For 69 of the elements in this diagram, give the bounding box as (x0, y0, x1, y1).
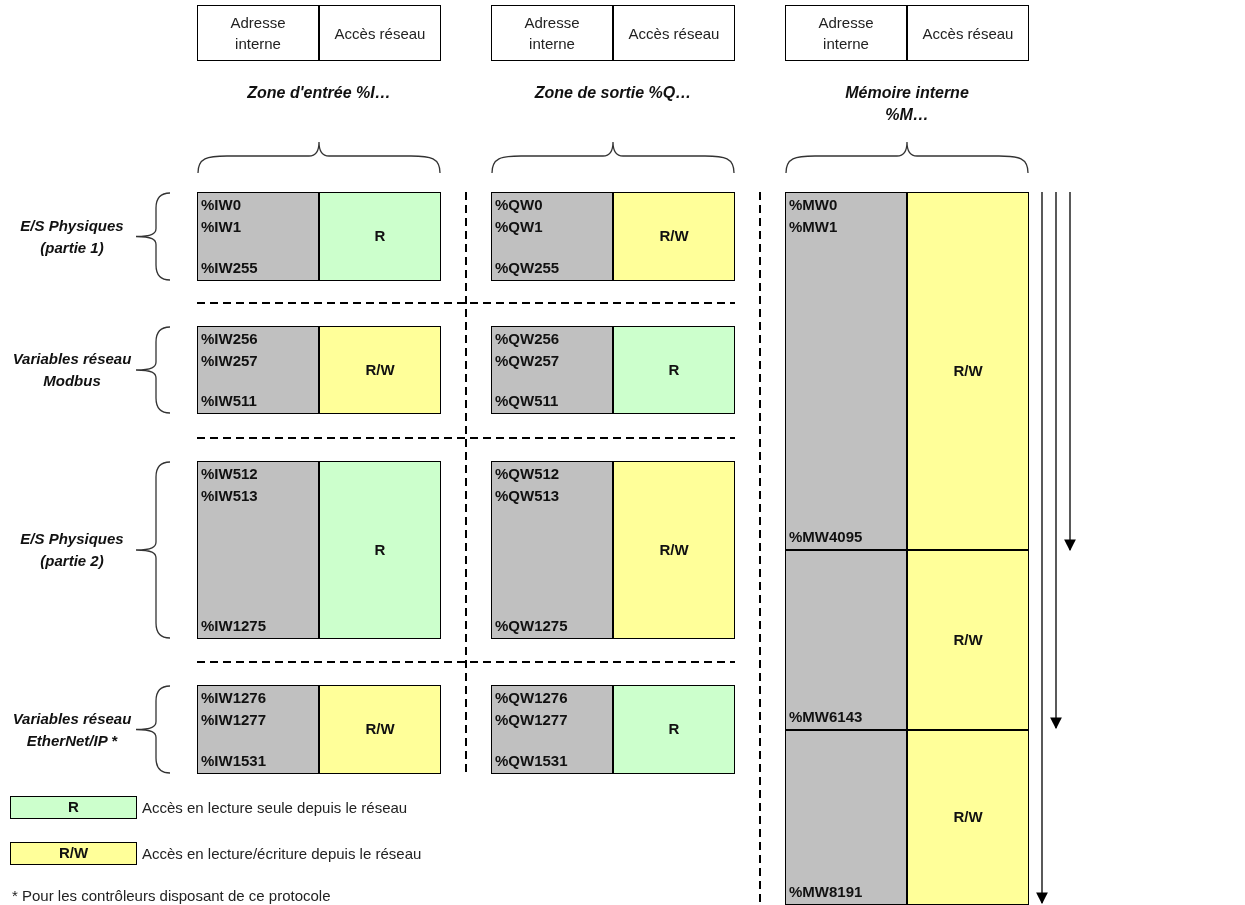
header-cell: Adresse interne (491, 5, 613, 61)
access-cell: R/W (319, 326, 441, 414)
zone-title: Zone de sortie %Q… (533, 83, 693, 103)
address-label: %MW0 (789, 195, 838, 215)
address-label: %QW255 (495, 258, 560, 278)
address-cell (197, 326, 319, 414)
row-label: E/S Physiques (partie 1) (19, 215, 125, 258)
address-label: %QW1531 (495, 751, 568, 771)
access-cell: R/W (907, 730, 1029, 905)
zone-title: Zone d'entrée %I… (246, 83, 392, 103)
address-label: %QW256 (495, 329, 560, 349)
access-cell: R/W (907, 550, 1029, 730)
access-cell: R/W (319, 685, 441, 774)
access-cell: R (319, 192, 441, 281)
address-cell (491, 461, 613, 639)
zone-title: Mémoire interne %M… (844, 83, 970, 125)
header-cell: Adresse interne (785, 5, 907, 61)
address-label: %QW1276 (495, 688, 568, 708)
address-label: %IW257 (201, 351, 258, 371)
address-cell (491, 685, 613, 774)
address-cell (491, 192, 613, 281)
address-label: %MW1 (789, 217, 838, 237)
header-cell: Accès réseau (613, 5, 735, 61)
address-label: %QW1275 (495, 616, 568, 636)
address-label: %MW6143 (789, 707, 863, 727)
access-cell: R/W (907, 192, 1029, 550)
address-label: %QW0 (495, 195, 543, 215)
address-cell (491, 326, 613, 414)
address-label: %IW512 (201, 464, 258, 484)
address-cell (197, 685, 319, 774)
address-label: %IW1 (201, 217, 241, 237)
access-cell: R/W (613, 192, 735, 281)
address-label: %MW4095 (789, 527, 863, 547)
address-cell (785, 730, 907, 905)
address-label: %IW255 (201, 258, 258, 278)
address-label: %IW256 (201, 329, 258, 349)
address-label: %QW1 (495, 217, 543, 237)
access-cell: R (319, 461, 441, 639)
address-label: %IW1277 (201, 710, 267, 730)
address-cell (785, 192, 907, 550)
header-cell: Accès réseau (319, 5, 441, 61)
address-label: %IW1275 (201, 616, 267, 636)
address-label: %MW8191 (789, 882, 863, 902)
address-label: %IW513 (201, 486, 258, 506)
legend-swatch: R (10, 796, 137, 819)
legend-swatch: R/W (10, 842, 137, 865)
row-label: Variables réseau EtherNet/IP * (11, 708, 133, 751)
address-label: %QW257 (495, 351, 560, 371)
access-cell: R (613, 685, 735, 774)
access-cell: R (613, 326, 735, 414)
address-cell (785, 550, 907, 730)
address-label: %QW513 (495, 486, 560, 506)
legend-text: Accès en lecture seule depuis le réseau (142, 798, 408, 818)
footnote: * Pour les contrôleurs disposant de ce protocole (12, 886, 331, 905)
header-cell: Accès réseau (907, 5, 1029, 61)
address-label: %QW1277 (495, 710, 568, 730)
legend-text: Accès en lecture/écriture depuis le réseau (142, 844, 422, 864)
access-cell: R/W (613, 461, 735, 639)
row-label: E/S Physiques (partie 2) (19, 529, 125, 571)
address-label: %IW511 (201, 391, 257, 411)
address-label: %QW511 (495, 391, 559, 411)
address-label: %IW1531 (201, 751, 267, 771)
address-label: %QW512 (495, 464, 560, 484)
address-cell (197, 192, 319, 281)
header-cell: Adresse interne (197, 5, 319, 61)
row-label: Variables réseau Modbus (11, 349, 133, 391)
address-label: %IW0 (201, 195, 241, 215)
address-cell (197, 461, 319, 639)
address-label: %IW1276 (201, 688, 267, 708)
